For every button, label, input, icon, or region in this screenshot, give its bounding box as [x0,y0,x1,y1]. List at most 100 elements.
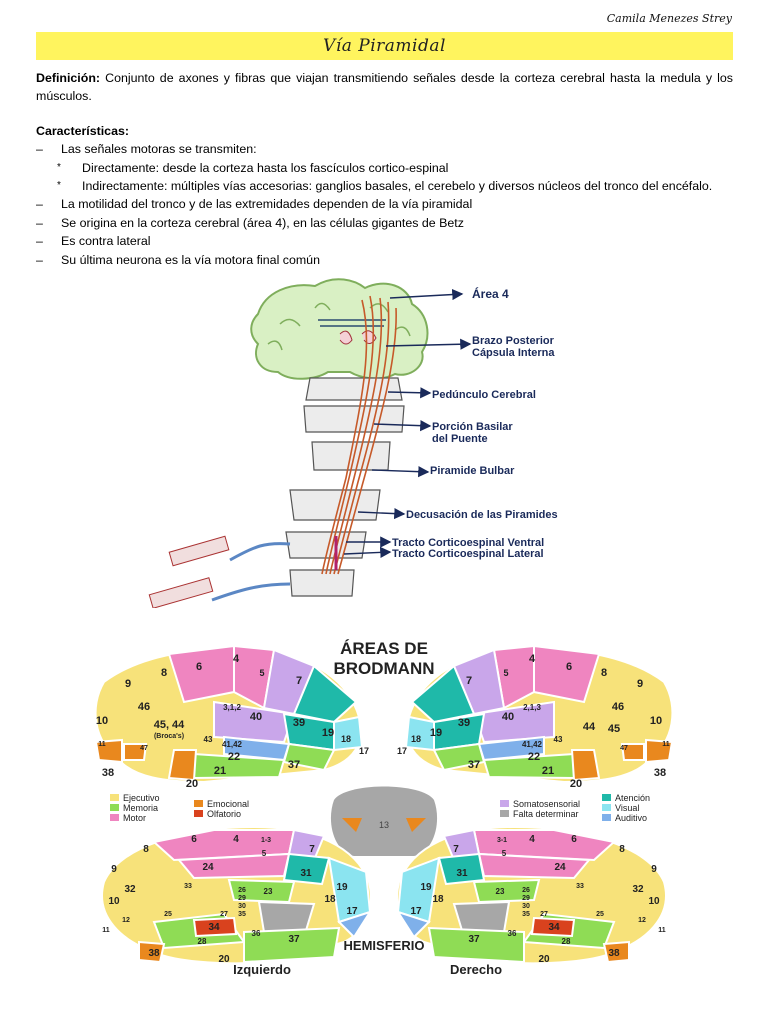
area-label: 38 [654,767,666,779]
pyramidal-pathway-figure: Área 4 Brazo Posterior Cápsula Interna P… [148,278,558,608]
area-label: 17 [359,746,369,756]
area-label: 38 [608,948,620,959]
legend-swatch [110,794,119,801]
label-decussation: Decusación de las Piramides [406,509,558,521]
area-label: 35 [238,911,246,918]
legend-right: Somatosensorial Falta determinar Atenció… [500,793,650,823]
legend-swatch [602,794,611,801]
legend-swatch [194,810,203,817]
area-label: 10 [650,715,662,727]
legend-swatch [500,800,509,807]
area-label: 4 [233,653,240,665]
area-label: 22 [528,751,540,763]
legend-label: Memoria [123,803,158,813]
area-label: 8 [619,844,625,855]
area-label: (Broca's) [154,733,184,740]
area-label: 39 [458,717,470,729]
area-label: 5 [502,849,507,858]
legend-label: Emocional [207,799,249,809]
definition-label: Definición: [36,71,101,85]
list-item: –La motilidad del tronco y de las extrem… [36,197,473,212]
area-label: 36 [508,929,517,938]
list-item: –Se origina en la corteza cerebral (área… [36,215,464,230]
definition-text: Conjunto de axones y fibras que viajan t… [36,71,733,104]
area-label: 4 [233,834,239,845]
area-label: 12 [638,917,646,924]
label-ventral: Tracto Corticoespinal Ventral [392,537,544,549]
label-pons-2: del Puente [432,433,488,445]
area-label: 29 [522,895,530,902]
right-hemisphere-label: Derecho [450,962,502,977]
area-label: 11 [658,927,666,934]
area-label: 8 [601,667,607,679]
area-label: 9 [111,864,117,875]
area-label: 19 [336,882,348,893]
area-label: 37 [468,934,480,945]
area-label: 32 [632,884,644,895]
area-label: 4 [529,834,535,845]
area-label: 13 [379,820,389,830]
area-label: 25 [164,911,172,918]
area-label: 40 [250,711,262,723]
brain-section [250,278,429,380]
area-label: 28 [198,937,207,946]
brodmann-title-1: ÁREAS DE [340,639,428,658]
insula-section [330,786,438,856]
area-label: 47 [620,745,628,752]
characteristics-heading: Características: [36,123,129,138]
legend-label: Visual [615,803,639,813]
legend-label: Auditivo [615,813,647,823]
area-label: 25 [596,911,604,918]
brodmann-title-2: BRODMANN [333,659,434,678]
legend-swatch [110,804,119,811]
area-label: 5 [259,668,264,678]
area-label: 3-1 [497,837,507,844]
area-label: 7 [466,675,472,687]
area-label: 24 [202,862,214,873]
area-label: 6 [566,661,572,673]
label-pons-1: Porción Basilar [432,421,513,433]
area-label: 6 [571,834,577,845]
area-label: 45, 44 [154,719,185,731]
legend-swatch [110,814,119,821]
area-label: 17 [410,906,422,917]
area-label: 33 [576,883,584,890]
area-label: 20 [218,954,230,965]
area-label: 21 [214,765,226,777]
legend-swatch [194,800,203,807]
area-label: 4 [529,653,536,665]
legend-label: Motor [123,813,146,823]
hemisphere-label: HEMISFERIO [344,938,425,953]
area-label: 23 [264,887,273,896]
area-label: 11 [662,741,670,748]
label-capsule-2: Cápsula Interna [472,347,555,359]
area-label: 7 [453,844,459,855]
label-pyramid: Piramide Bulbar [430,465,515,477]
area-label: 29 [238,895,246,902]
left-medial-hemisphere [101,825,373,965]
legend-label: Olfatorio [207,809,241,819]
legend-label: Ejecutivo [123,793,160,803]
label-capsule-1: Brazo Posterior [472,335,555,347]
legend-swatch [500,810,509,817]
area-label: 36 [252,929,261,938]
area-label: 20 [570,778,582,790]
legend-left: Ejecutivo Memoria Motor Emocional Olfato… [110,793,249,823]
area-label: 10 [648,896,660,907]
legend-label: Atención [615,793,650,803]
area-label: 37 [288,759,300,771]
area-label: 27 [540,911,548,918]
area-label: 11 [98,741,106,748]
list-item: –Es contra lateral [36,234,151,249]
list-item: *Directamente: desde la corteza hasta lo… [57,160,449,175]
area-label: 7 [309,844,315,855]
area-label: 37 [468,759,480,771]
document-body: Definición: Conjunto de axones y fibras … [36,69,733,269]
area-label: 41,42 [222,740,243,749]
area-label: 37 [288,934,300,945]
area-label: 9 [637,678,643,690]
area-label: 6 [191,834,197,845]
area-label: 1-3 [261,837,271,844]
area-label: 18 [341,734,351,744]
list-item: *Indirectamente: múltiples vías accesori… [57,179,713,194]
